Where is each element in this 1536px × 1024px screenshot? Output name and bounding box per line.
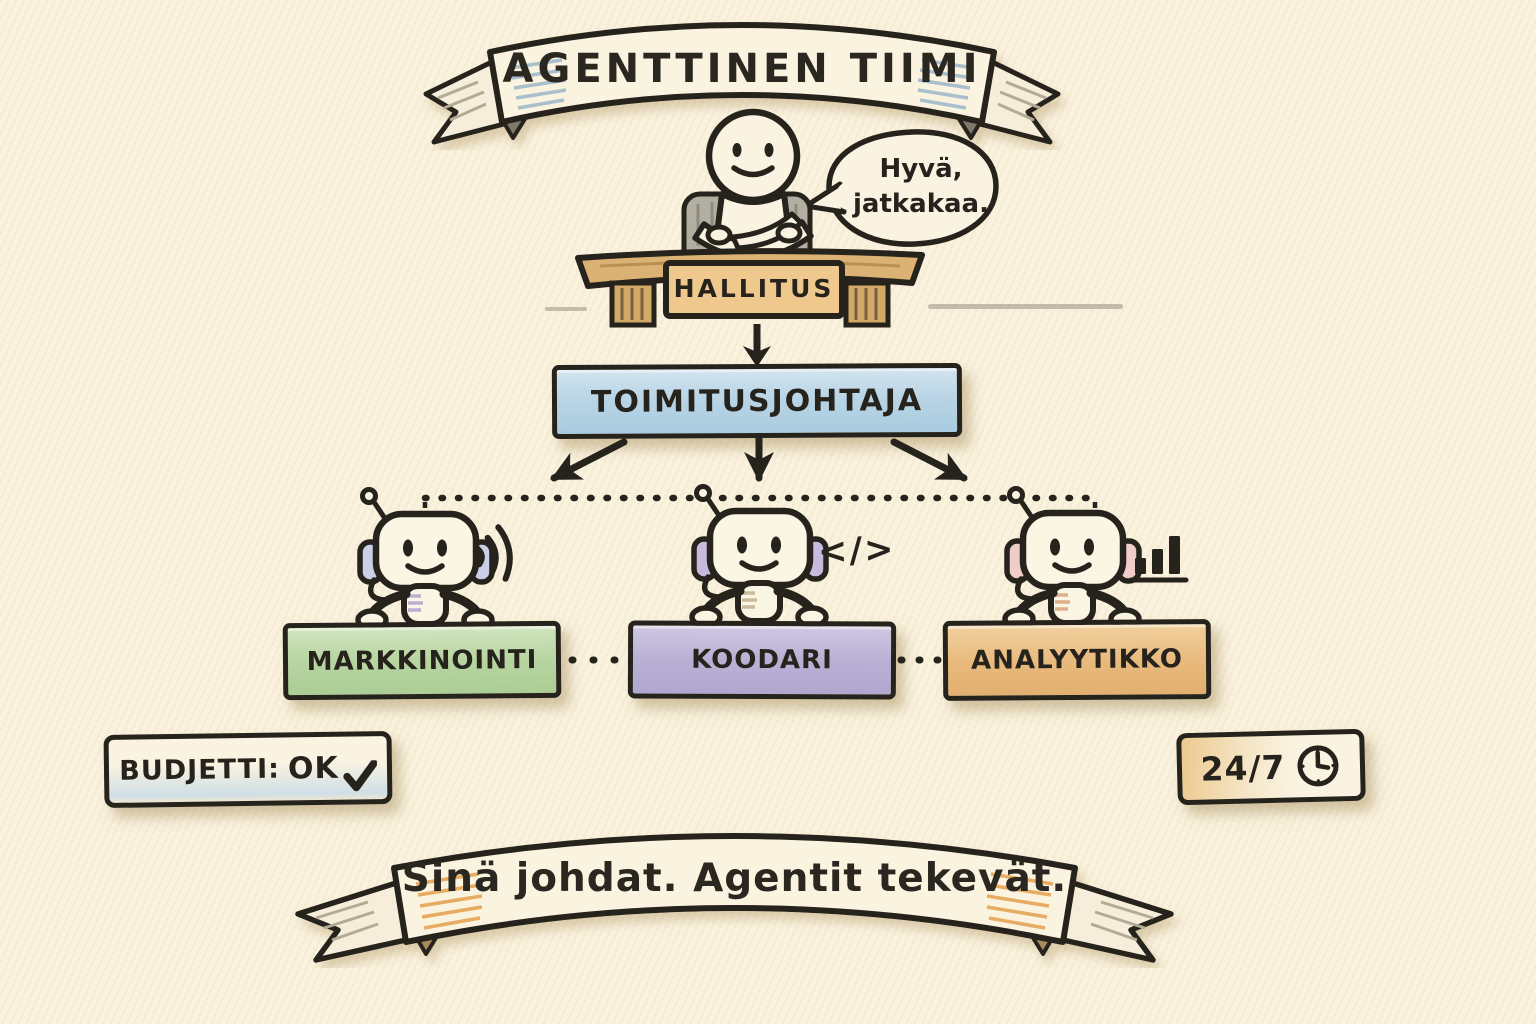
budget-badge: BUDJETTI: OK — [103, 730, 393, 809]
speech-line-2: jatkakaa. — [853, 189, 989, 219]
agent-box-analyst: ANALYYTIKKO — [942, 619, 1212, 701]
speech-line-1: Hyvä, — [879, 154, 963, 184]
footer-banner-ribbon — [295, 833, 1174, 963]
speech-bubble — [800, 126, 1010, 254]
agent-box-marketing: MARKKINOINTI — [282, 620, 562, 701]
ceo-box-label: TOIMITUSJOHTAJA — [590, 382, 924, 420]
uptime-badge-label: 24/7 — [1200, 747, 1286, 789]
arrow-ceo-to-marketing — [550, 438, 628, 482]
speech-bubble-text: Hyvä, jatkakaa. — [846, 152, 996, 222]
footer-banner-label: Sinä johdat. Agentit tekevät. — [401, 856, 1068, 901]
budget-badge-value: OK — [287, 750, 339, 787]
footer-banner: Sinä johdat. Agentit tekevät. — [282, 818, 1187, 968]
speech-bubble-shape — [803, 129, 999, 247]
agent-box-marketing-label: MARKKINOINTI — [306, 644, 538, 677]
board-avatar-head — [705, 108, 801, 204]
peer-link-left — [568, 656, 628, 664]
title-banner-ribbon — [423, 22, 1061, 145]
sound-waves-icon — [474, 524, 513, 582]
peer-link-right — [897, 656, 948, 664]
check-icon — [343, 759, 378, 791]
agent-box-coder: KOODARI — [627, 620, 897, 700]
title-banner: AGENTTINEN TIIMI — [412, 10, 1072, 150]
robot-coder — [689, 484, 829, 629]
board-figure — [570, 106, 930, 341]
budget-badge-label: BUDJETTI: — [119, 753, 281, 787]
desk-plaque — [663, 260, 845, 319]
bar-chart-icon — [1130, 536, 1189, 583]
code-icon: </> — [817, 529, 897, 573]
agent-box-analyst-label: ANALYYTIKKO — [970, 644, 1184, 676]
desk-shadow-left — [545, 307, 587, 311]
agent-box-coder-label: KOODARI — [691, 644, 833, 676]
desk-shadow — [928, 304, 1123, 309]
board-figure-drawing — [575, 108, 925, 328]
arrow-ceo-to-analyst — [890, 438, 968, 482]
arrow-board-to-ceo — [743, 324, 771, 367]
ceo-box: TOIMITUSJOHTAJA — [551, 362, 963, 440]
desk-plaque-label: HALLITUS — [673, 274, 835, 303]
title-banner-label: AGENTTINEN TIIMI — [502, 46, 982, 92]
clock-icon — [1297, 745, 1339, 787]
uptime-badge: 24/7 — [1176, 728, 1366, 806]
robot-analyst — [1002, 486, 1142, 631]
robot-marketing — [355, 487, 495, 632]
